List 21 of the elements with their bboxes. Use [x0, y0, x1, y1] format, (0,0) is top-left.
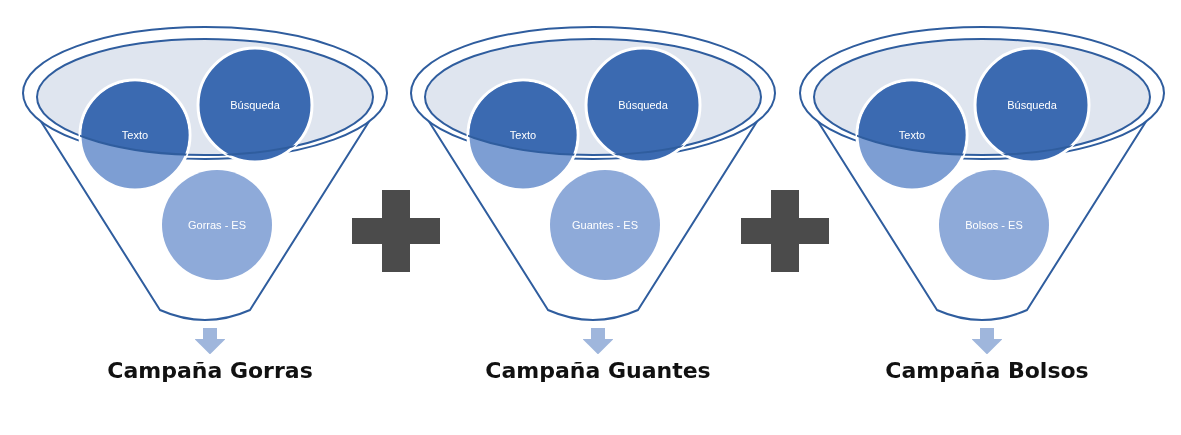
circle-label: Texto	[508, 127, 538, 143]
block-arrow	[971, 328, 1003, 355]
block-arrow	[194, 328, 226, 355]
circle-label: Bolsos - ES	[964, 217, 1024, 233]
circle-shape	[586, 48, 700, 162]
circle-shape	[939, 170, 1049, 280]
circle-label: Búsqueda	[617, 97, 669, 113]
circle-label: Texto	[120, 127, 150, 143]
campaign-label: Campaña Bolsos	[885, 358, 1089, 383]
circle-shape	[198, 48, 312, 162]
circle-label: Búsqueda	[1006, 97, 1058, 113]
campaign-label: Campaña Gorras	[107, 358, 313, 383]
circle-label: Guantes - ES	[570, 217, 639, 233]
campaign-label: Campaña Guantes	[485, 358, 711, 383]
circle-label: Búsqueda	[229, 97, 281, 113]
block-arrow	[582, 328, 614, 355]
circle-shape	[162, 170, 272, 280]
circle-label: Texto	[897, 127, 927, 143]
circle-shape	[975, 48, 1089, 162]
circle-label: Gorras - ES	[186, 217, 248, 233]
circle-shape	[550, 170, 660, 280]
